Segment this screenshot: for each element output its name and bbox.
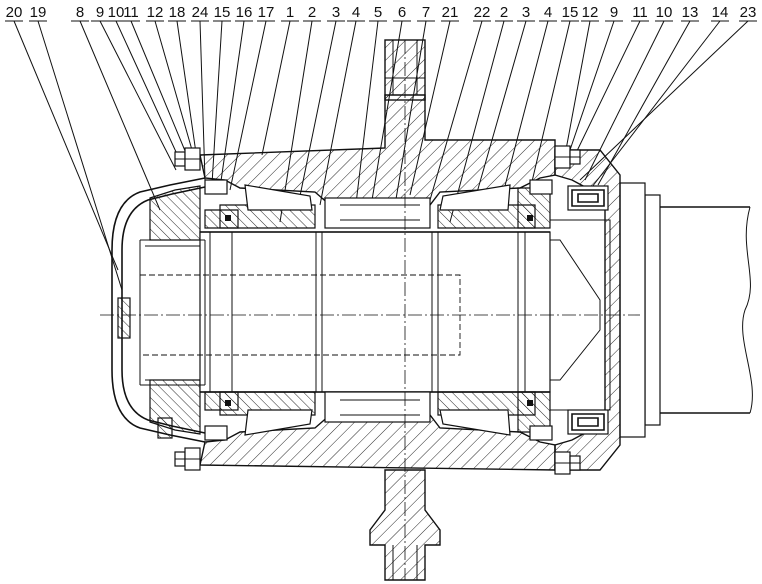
- leader-line: [574, 20, 641, 156]
- callout-16: 16: [236, 4, 253, 21]
- callout-14: 14: [712, 4, 729, 21]
- callout-2: 2: [308, 4, 316, 21]
- callout-13: 13: [682, 4, 699, 21]
- output-shaft: [619, 182, 753, 438]
- callout-11: 11: [123, 4, 139, 21]
- leader-line: [130, 20, 189, 159]
- callout-20: 20: [6, 4, 23, 21]
- callout-3: 3: [522, 4, 530, 21]
- right-bolts: [554, 145, 581, 475]
- center-lines: [100, 40, 640, 580]
- right-seal-housing: [554, 149, 621, 471]
- leader-line: [37, 20, 123, 291]
- callout-21: 21: [442, 4, 459, 21]
- callout-4: 4: [352, 4, 360, 21]
- callout-4: 4: [544, 4, 552, 21]
- bearing-lower-left: [204, 391, 316, 436]
- callout-22: 22: [474, 4, 491, 21]
- leader-line: [569, 20, 615, 151]
- callout-5: 5: [374, 4, 382, 21]
- spindle: [139, 219, 611, 411]
- callout-15: 15: [562, 4, 579, 21]
- leader-line: [579, 20, 749, 181]
- leader-line: [564, 20, 591, 156]
- leader-line: [176, 20, 198, 161]
- callout-11: 11: [632, 4, 648, 21]
- callout-23: 23: [740, 4, 757, 21]
- callout-10: 10: [656, 4, 673, 21]
- callout-15: 15: [214, 4, 231, 21]
- leader-line: [261, 20, 291, 156]
- leader-line: [154, 20, 193, 151]
- leader-line: [115, 20, 183, 166]
- o-rings: [204, 179, 553, 441]
- bearing-upper-right: [437, 184, 551, 229]
- callout-17: 17: [258, 4, 275, 21]
- bearing-lower-right: [437, 391, 551, 436]
- left-end-cover: [111, 177, 206, 443]
- housing-lower: [199, 414, 556, 581]
- callout-12: 12: [582, 4, 599, 21]
- callout-1: 1: [286, 4, 294, 21]
- callout-9: 9: [610, 4, 618, 21]
- left-bolts: [174, 147, 201, 471]
- callout-6: 6: [398, 4, 406, 21]
- housing-upper: [199, 39, 556, 206]
- leader-line: [199, 20, 206, 181]
- bearing-upper-left: [204, 184, 316, 229]
- callout-24: 24: [192, 4, 209, 21]
- leader-line: [597, 20, 691, 186]
- callout-18: 18: [169, 4, 186, 21]
- spacer-ring: [324, 197, 431, 423]
- leader-line: [99, 20, 177, 171]
- leader-line: [13, 20, 119, 271]
- callout-3: 3: [332, 4, 340, 21]
- callout-8: 8: [76, 4, 84, 21]
- leader-line: [79, 20, 161, 211]
- callout-19: 19: [30, 4, 47, 21]
- callout-9: 9: [96, 4, 104, 21]
- callout-2: 2: [500, 4, 508, 21]
- callout-7: 7: [422, 4, 430, 21]
- callout-10: 10: [108, 4, 125, 21]
- callout-12: 12: [147, 4, 164, 21]
